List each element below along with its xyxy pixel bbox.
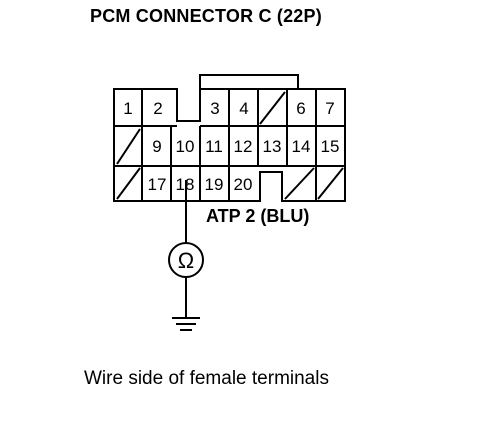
empty-cavity-16 — [116, 167, 141, 200]
ground-icon — [172, 317, 200, 331]
wire-label: ATP 2 (BLU) — [206, 206, 310, 226]
empty-cavity-8 — [116, 128, 141, 165]
empty-cavity-5 — [259, 91, 286, 125]
pin-6: 6 — [296, 99, 305, 118]
pin-19: 19 — [205, 175, 224, 194]
pin-13: 13 — [263, 137, 282, 156]
pin-4: 4 — [239, 99, 248, 118]
pin-11: 11 — [205, 137, 223, 156]
pin-15: 15 — [321, 137, 340, 156]
pin-14: 14 — [292, 137, 311, 156]
pin-17: 17 — [148, 175, 167, 194]
pin-3: 3 — [210, 99, 219, 118]
empty-cavity-22a — [284, 167, 315, 200]
lock-tab — [199, 74, 299, 89]
pin-12: 12 — [234, 137, 253, 156]
pin-7: 7 — [325, 99, 334, 118]
pin-9: 9 — [152, 137, 161, 156]
pin-1: 1 — [123, 99, 132, 118]
caption: Wire side of female terminals — [84, 368, 329, 389]
diagram-title: PCM CONNECTOR C (22P) — [90, 6, 322, 26]
pin-10: 10 — [176, 137, 195, 156]
pin-20: 20 — [234, 175, 253, 194]
pin-2: 2 — [153, 99, 162, 118]
ohm-symbol: Ω — [178, 248, 194, 273]
empty-cavity-22b — [317, 167, 344, 200]
connector-outline — [113, 88, 346, 202]
